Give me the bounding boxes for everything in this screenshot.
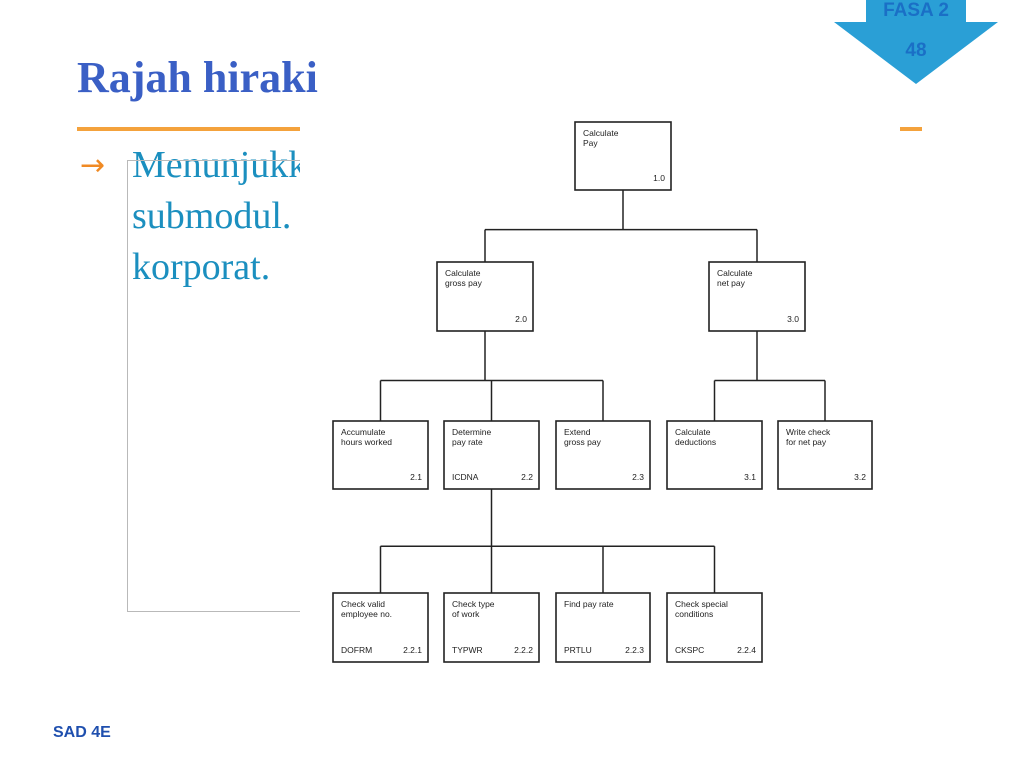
node-label-n31-0: Calculate — [675, 427, 711, 437]
node-box-n31 — [666, 420, 763, 490]
footer-label: SAD 4E — [53, 724, 111, 741]
node-label-n222-1: of work — [452, 609, 480, 619]
node-code-n221: DOFRM — [341, 645, 372, 655]
node-label-n31-1: deductions — [675, 437, 716, 447]
node-label-n22-1: pay rate — [452, 437, 483, 447]
node-box-n21 — [332, 420, 429, 490]
node-label-n1-1: Pay — [583, 138, 598, 148]
badge-section-label: FASA 2 — [883, 0, 949, 21]
node-label-n223-0: Find pay rate — [564, 599, 614, 609]
node-label-n2-0: Calculate — [445, 268, 481, 278]
node-box-n221 — [332, 592, 429, 663]
node-number-n21: 2.1 — [410, 472, 422, 482]
node-label-n1-0: Calculate — [583, 128, 619, 138]
node-label-n23-1: gross pay — [564, 437, 602, 447]
node-label-n32-1: for net pay — [786, 437, 827, 447]
node-label-n3-0: Calculate — [717, 268, 753, 278]
node-box-n1 — [574, 121, 672, 191]
node-code-n224: CKSPC — [675, 645, 704, 655]
node-number-n31: 3.1 — [744, 472, 756, 482]
node-label-n2-1: gross pay — [445, 278, 483, 288]
node-label-n21-1: hours worked — [341, 437, 392, 447]
node-number-n223: 2.2.3 — [625, 645, 644, 655]
node-label-n21-0: Accumulate — [341, 427, 386, 437]
node-box-n32 — [777, 420, 873, 490]
node-label-n221-1: employee no. — [341, 609, 392, 619]
node-label-n23-0: Extend — [564, 427, 591, 437]
node-number-n23: 2.3 — [632, 472, 644, 482]
node-label-n22-0: Determine — [452, 427, 491, 437]
node-number-n222: 2.2.2 — [514, 645, 533, 655]
node-label-n224-1: conditions — [675, 609, 713, 619]
node-number-n224: 2.2.4 — [737, 645, 756, 655]
node-box-n223 — [555, 592, 651, 663]
node-box-n222 — [443, 592, 540, 663]
node-box-n23 — [555, 420, 651, 490]
node-number-n22: 2.2 — [521, 472, 533, 482]
node-label-n3-1: net pay — [717, 278, 746, 288]
node-label-n224-0: Check special — [675, 599, 728, 609]
node-label-n32-0: Write check — [786, 427, 831, 437]
badge-arrow-shape — [834, 0, 998, 84]
node-number-n32: 3.2 — [854, 472, 866, 482]
title-rule-left — [77, 127, 327, 131]
node-number-n1: 1.0 — [653, 173, 665, 183]
slide-title: Rajah hiraki — [77, 53, 318, 102]
node-box-n22 — [443, 420, 540, 490]
node-code-n223: PRTLU — [564, 645, 592, 655]
node-code-n22: ICDNA — [452, 472, 479, 482]
page-badge-arrow — [834, 0, 998, 84]
badge-page-number: 48 — [905, 40, 927, 61]
node-label-n221-0: Check valid — [341, 599, 385, 609]
node-code-n222: TYPWR — [452, 645, 483, 655]
node-number-n3: 3.0 — [787, 314, 799, 324]
node-box-n2 — [436, 261, 534, 332]
node-number-n2: 2.0 — [515, 314, 527, 324]
node-box-n3 — [708, 261, 806, 332]
bullet-arrow-icon: → — [80, 148, 106, 183]
node-box-n224 — [666, 592, 763, 663]
node-number-n221: 2.2.1 — [403, 645, 422, 655]
node-label-n222-0: Check type — [452, 599, 495, 609]
